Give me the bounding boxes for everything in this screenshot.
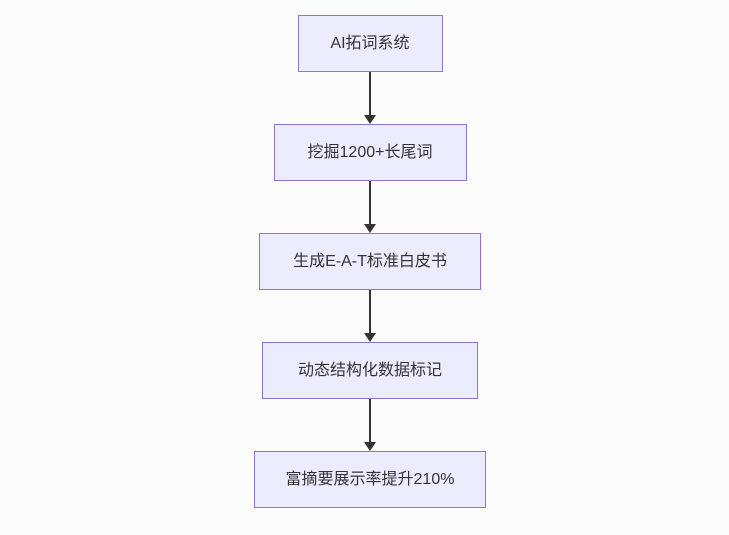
arrow-line [369,290,371,334]
flow-node-label: 富摘要展示率提升210% [285,470,455,488]
flow-node-label: 挖掘1200+长尾词 [307,143,433,161]
flow-node-structured-data: 动态结构化数据标记 [262,342,478,399]
arrowhead-down-icon [364,224,376,233]
flow-node-eat-whitepaper: 生成E-A-T标准白皮书 [259,233,481,290]
arrowhead-down-icon [364,442,376,451]
flow-node-label: AI拓词系统 [330,34,410,52]
flowchart-column: AI拓词系统 挖掘1200+长尾词 生成E-A-T标准白皮书 动态结构化数据标记 [254,15,486,508]
arrow-connector [364,399,376,451]
arrow-line [369,181,371,225]
flow-node-longtail-keywords: 挖掘1200+长尾词 [273,124,467,181]
arrowhead-down-icon [364,333,376,342]
flow-node-ai-expansion: AI拓词系统 [297,15,443,72]
arrow-connector [364,290,376,342]
flow-node-label: 生成E-A-T标准白皮书 [293,252,447,270]
arrow-line [369,72,371,116]
arrow-line [369,399,371,443]
arrowhead-down-icon [364,115,376,124]
arrow-connector [364,181,376,233]
arrow-connector [364,72,376,124]
flow-node-rich-snippet-result: 富摘要展示率提升210% [254,451,486,508]
flow-node-label: 动态结构化数据标记 [297,361,442,379]
